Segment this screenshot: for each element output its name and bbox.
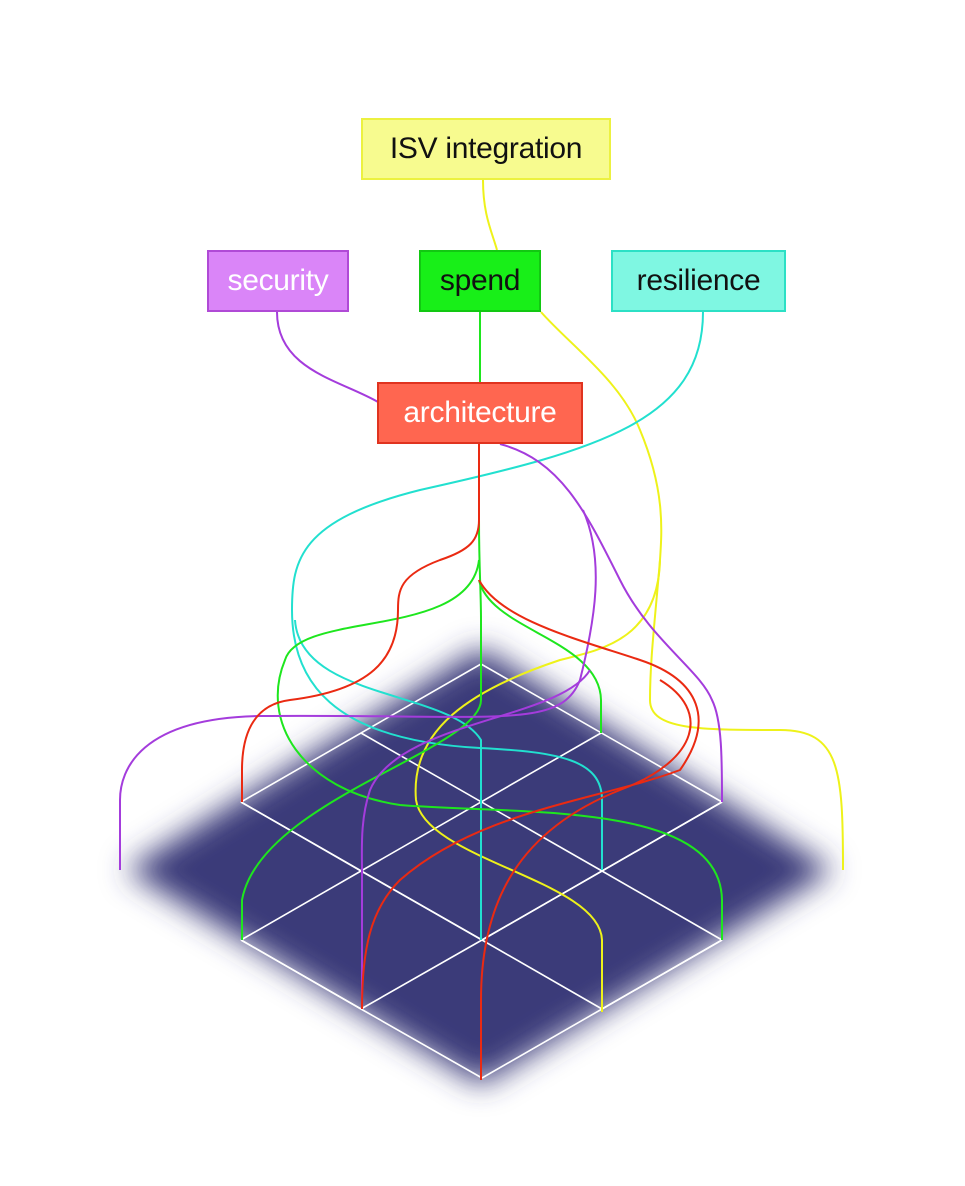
yellow-connectors — [414, 179, 844, 1012]
resilience-label: resilience — [636, 264, 761, 297]
green-connectors — [241, 312, 723, 940]
cyan-connectors — [290, 311, 704, 940]
purple-connectors — [119, 311, 723, 1009]
architecture-node: architecture — [377, 382, 583, 444]
isv-integration-node: ISV integration — [361, 118, 611, 180]
architecture-label: architecture — [403, 396, 557, 429]
red-connectors — [241, 444, 700, 1080]
platform — [126, 648, 833, 1085]
spend-node: spend — [419, 250, 541, 312]
security-label: security — [227, 264, 329, 297]
isv-integration-label: ISV integration — [389, 132, 583, 165]
security-node: security — [207, 250, 349, 312]
spend-label: spend — [439, 264, 521, 297]
resilience-node: resilience — [611, 250, 786, 312]
